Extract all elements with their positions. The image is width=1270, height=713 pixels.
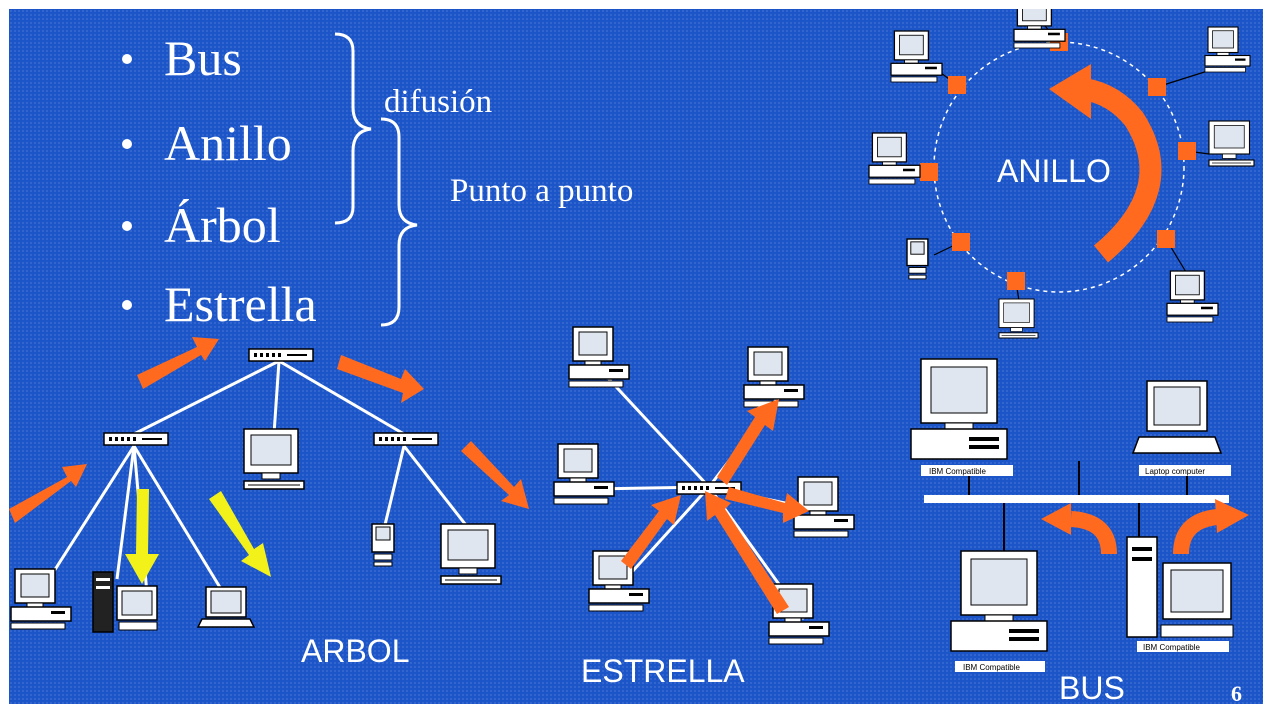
- bullet-dot: [122, 300, 132, 310]
- ring-node: [1157, 230, 1175, 248]
- list-item-arbol: Árbol: [164, 197, 281, 253]
- tree-computer: [92, 571, 158, 633]
- topology-list: Bus Anillo Árbol Estrella: [122, 30, 317, 332]
- brace-lower: [380, 117, 418, 327]
- tree-flow-arrows: [9, 337, 529, 523]
- label-difusion: difusión: [384, 84, 492, 120]
- ring-node: [1178, 142, 1196, 160]
- bus-arrowhead: [1215, 499, 1249, 533]
- ring-computer: [1208, 120, 1255, 167]
- tree-left-hub: [103, 432, 169, 446]
- ring-node: [1148, 78, 1166, 96]
- ring-computer: [868, 132, 921, 185]
- tree-computer: [10, 568, 72, 630]
- ring-computer: [890, 30, 943, 83]
- ring-computer: [906, 238, 929, 280]
- ring-node: [952, 233, 970, 251]
- label-bus: BUS: [1059, 670, 1125, 704]
- ring-node: [920, 163, 938, 181]
- bus-caption-box: [1139, 465, 1231, 476]
- bullet-dot: [122, 139, 132, 149]
- tree-yellow-arrows: [125, 489, 271, 584]
- bullet-dot: [122, 54, 132, 64]
- network-topologies-diagram: Bus Anillo Árbol Estrella difusión Punto…: [9, 9, 1255, 704]
- ring-computer: [998, 298, 1039, 339]
- label-arbol: ARBOL: [301, 633, 409, 669]
- tree-topology: ARBOL: [9, 337, 529, 669]
- slide: Bus Anillo Árbol Estrella difusión Punto…: [9, 9, 1263, 704]
- star-computer: [568, 326, 630, 388]
- bus-arrowhead: [1041, 503, 1071, 535]
- tree-right-hub: [373, 432, 439, 446]
- page-number: 6: [1231, 681, 1242, 704]
- bus-caption: IBM Compatible: [963, 663, 1020, 672]
- bus-caption-box: [1137, 641, 1229, 652]
- label-anillo: ANILLO: [997, 153, 1111, 189]
- bus-caption-box: [921, 465, 1013, 476]
- ring-node: [948, 76, 966, 94]
- bus-line: [924, 495, 1229, 503]
- tree-computer: [197, 586, 255, 628]
- bus-topology: IBM Compatible Laptop computer IBM Compa…: [910, 358, 1249, 704]
- star-topology: ESTRELLA: [553, 326, 855, 689]
- tree-computer: [243, 428, 305, 490]
- brace-upper: [334, 32, 372, 225]
- tree-computer: [440, 523, 502, 585]
- bus-caption: IBM Compatible: [929, 467, 986, 476]
- bus-caption: Laptop computer: [1145, 467, 1205, 476]
- star-computer: [553, 443, 615, 505]
- label-estrella: ESTRELLA: [581, 653, 745, 689]
- bus-flow-arrows: [1070, 509, 1219, 555]
- star-flow-arrows: [621, 399, 809, 614]
- bus-computer: [950, 550, 1048, 652]
- list-item-bus: Bus: [164, 30, 242, 86]
- star-computer: [588, 550, 650, 612]
- label-punto-a-punto: Punto a punto: [450, 173, 633, 209]
- bus-tower-computer: [1126, 536, 1234, 638]
- ring-arrowhead: [1049, 64, 1091, 119]
- ring-direction-arrow: [1081, 78, 1162, 263]
- bus-computer: [910, 358, 1008, 460]
- tree-computer: [371, 523, 395, 567]
- ring-topology: ANILLO: [868, 9, 1255, 339]
- list-item-anillo: Anillo: [164, 115, 292, 171]
- ring-computer: [1166, 270, 1219, 323]
- bus-laptop: [1131, 380, 1223, 454]
- ring-node: [1007, 272, 1025, 290]
- bus-caption-box: [955, 661, 1045, 672]
- list-item-estrella: Estrella: [164, 276, 317, 332]
- bus-caption: IBM Compatible: [1143, 643, 1200, 652]
- star-computer: [743, 346, 805, 408]
- tree-root-hub: [248, 348, 314, 362]
- ring-computer: [1204, 26, 1251, 73]
- bullet-dot: [122, 221, 132, 231]
